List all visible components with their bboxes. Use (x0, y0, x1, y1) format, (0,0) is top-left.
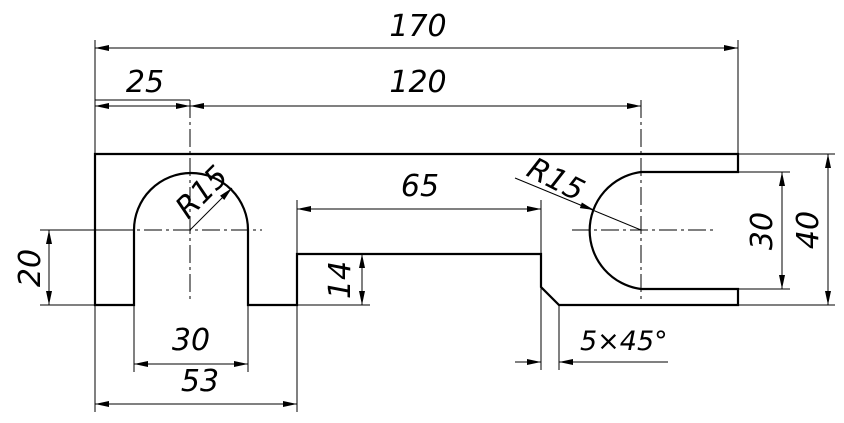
overall-height-label: 40 (791, 211, 826, 249)
right-slot-width-label: 30 (745, 212, 780, 250)
dimension-overall-length: 170 (94, 9, 739, 154)
dimension-overall-height: 40 (738, 153, 835, 306)
right-radius-label: R15 (521, 151, 589, 209)
dimension-left-section-length: 53 (94, 305, 298, 412)
dimension-recess-depth: 14 (297, 253, 370, 306)
part-outline (93, 152, 740, 307)
dimension-left-radius: R15 (169, 159, 235, 231)
dimension-slot-offset: 25 (95, 65, 190, 109)
dimension-slot-spacing: 120 (190, 65, 641, 109)
dimension-lower-height: 20 (13, 229, 134, 306)
dimension-right-radius: R15 (514, 151, 642, 231)
dimension-chamfer: 5×45° (515, 287, 668, 370)
recess-depth-label: 14 (323, 261, 358, 299)
slot-spacing-label: 120 (389, 65, 446, 100)
dimension-right-slot-width: 30 (738, 171, 790, 290)
dimension-left-slot-width: 30 (133, 305, 249, 372)
overall-length-label: 170 (389, 9, 446, 44)
recess-length-label: 65 (401, 169, 439, 204)
left-section-length-label: 53 (181, 364, 219, 399)
left-radius-label: R15 (169, 159, 235, 225)
chamfer-label: 5×45° (580, 326, 668, 357)
dimension-recess-length: 65 (296, 169, 542, 254)
left-slot-width-label: 30 (172, 323, 210, 358)
lower-height-label: 20 (13, 249, 48, 287)
slot-offset-label: 25 (126, 65, 164, 100)
